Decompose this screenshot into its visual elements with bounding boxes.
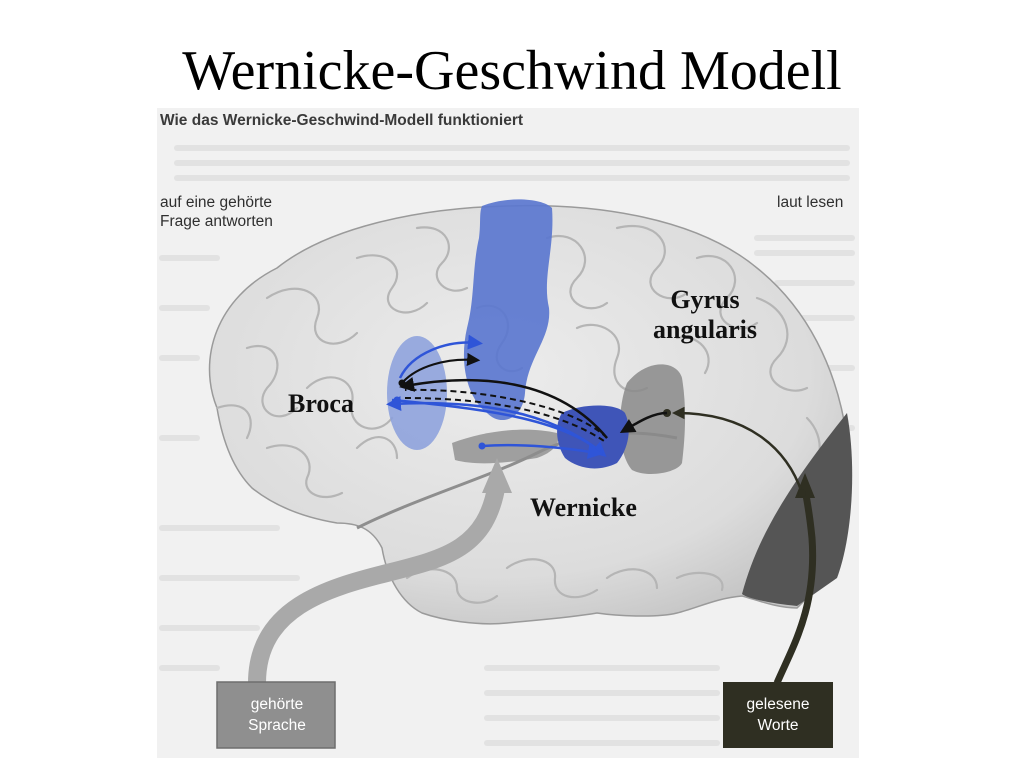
visual-to-angular-arrow bbox=[672, 406, 804, 494]
background-text-texture bbox=[159, 145, 855, 746]
angular-gyrus-region bbox=[620, 364, 686, 474]
brain-diagram bbox=[159, 145, 855, 749]
broca-region bbox=[387, 336, 447, 450]
brain-outline bbox=[208, 204, 850, 625]
brain-figure: Wie das Wernicke-Geschwind-Modell funkti… bbox=[157, 108, 859, 758]
motor-cortex bbox=[463, 199, 553, 421]
heard-language-arrowhead bbox=[482, 458, 512, 493]
visual-cortex-region bbox=[742, 413, 853, 606]
angular-to-wernicke-arrow bbox=[619, 411, 668, 434]
broca-label: Broca bbox=[288, 389, 354, 418]
heard-language-arrow bbox=[248, 481, 506, 684]
wernicke-region bbox=[557, 405, 629, 469]
angular-gyrus-label: Gyrus angularis bbox=[652, 285, 758, 344]
temporal-grey-area bbox=[452, 429, 559, 464]
read-words-label: gelesene Worte bbox=[746, 696, 810, 734]
read-words-arrow bbox=[773, 487, 817, 685]
label-read-aloud: laut lesen bbox=[777, 194, 844, 211]
heard-language-label: gehörte Sprache bbox=[248, 696, 306, 734]
label-answer-question: auf eine gehörte Frage antworten bbox=[160, 194, 273, 230]
wernicke-label: Wernicke bbox=[530, 493, 637, 522]
arcuate-pathways bbox=[386, 334, 608, 459]
heard-language-box bbox=[216, 681, 336, 749]
slide-title: Wernicke-Geschwind Modell bbox=[182, 40, 842, 102]
figure-heading: Wie das Wernicke-Geschwind-Modell funkti… bbox=[160, 112, 524, 129]
read-words-box bbox=[723, 682, 833, 748]
